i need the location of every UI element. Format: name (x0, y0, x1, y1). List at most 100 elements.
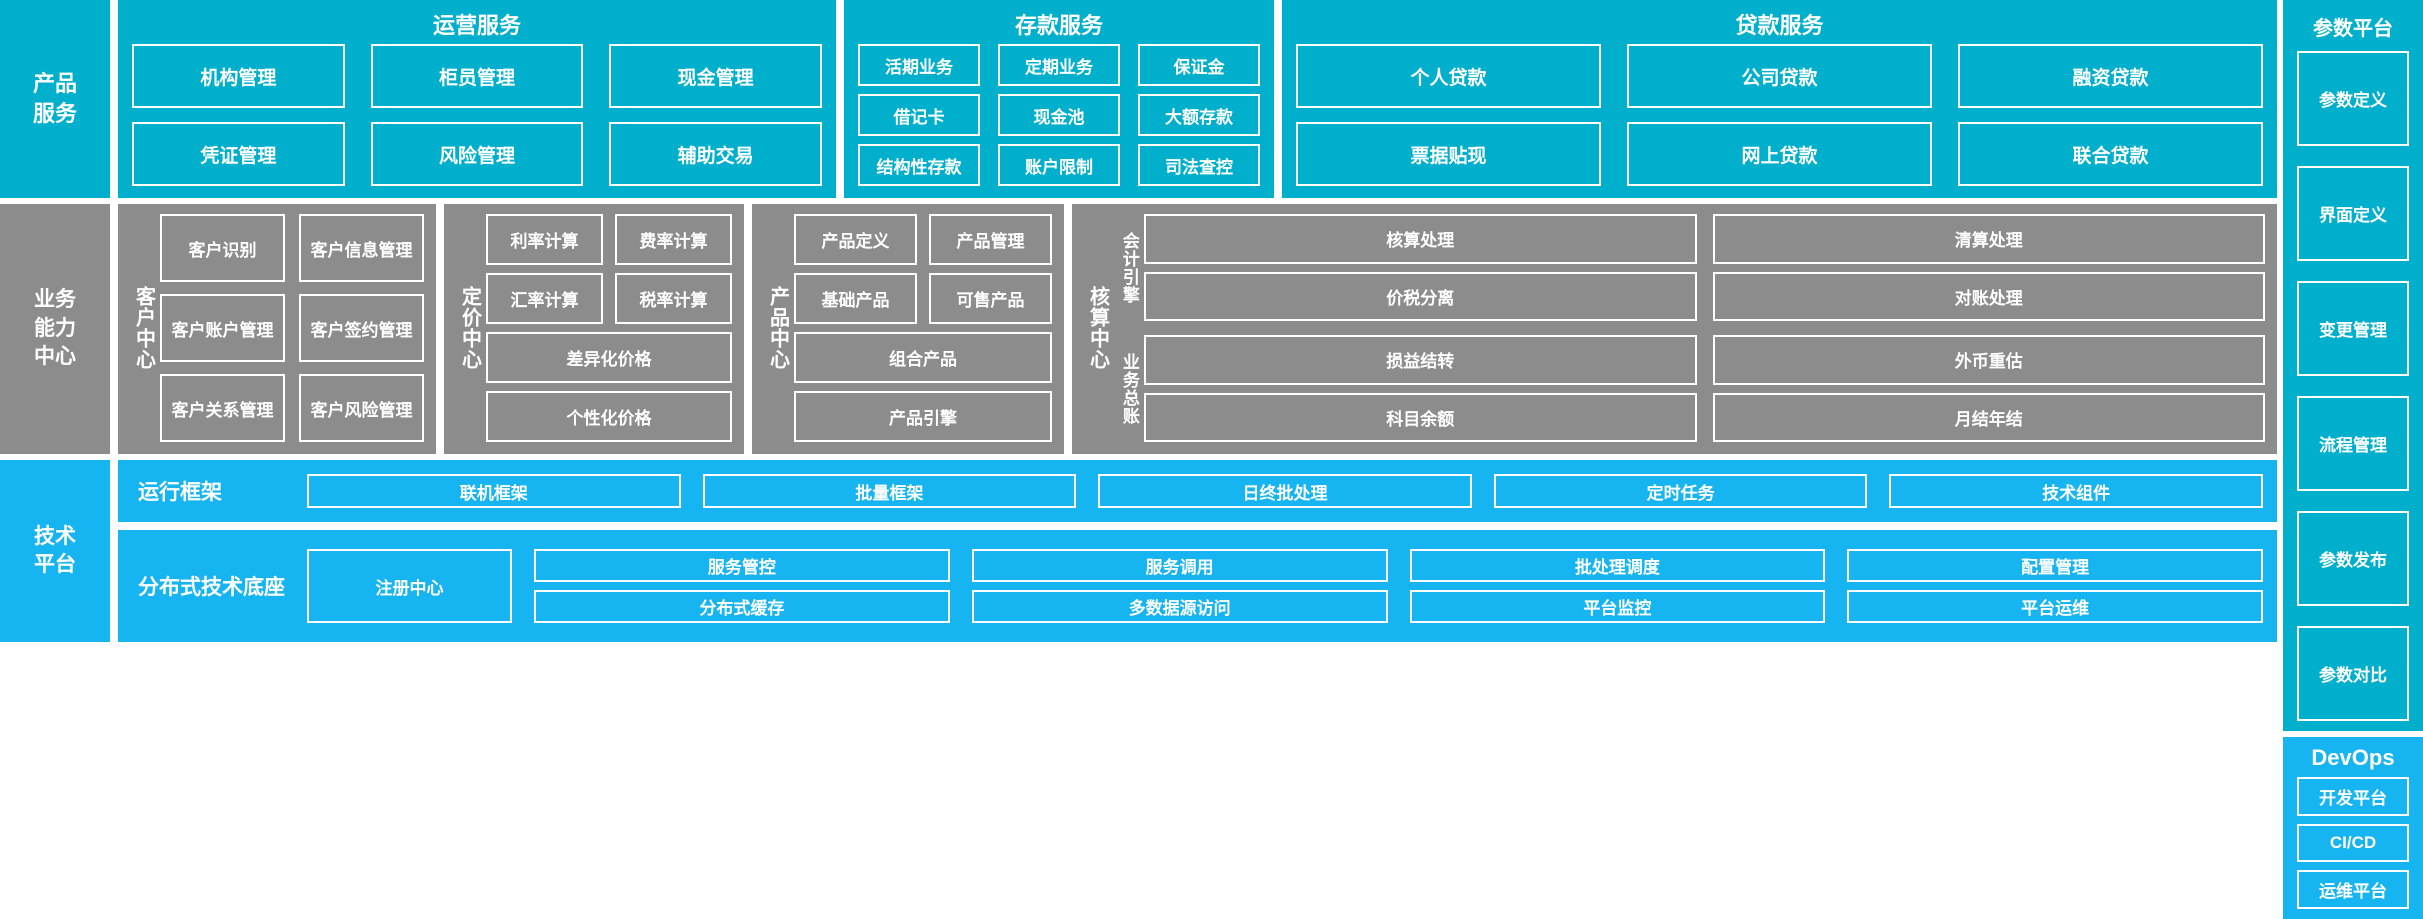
item-multi-datasource-access[interactable]: 多数据源访问 (971, 590, 1388, 623)
item-judicial-control[interactable]: 司法查控 (1138, 144, 1260, 186)
item-customer-risk-management[interactable]: 客户风险管理 (299, 374, 424, 442)
item-structured-deposit[interactable]: 结构性存款 (858, 144, 980, 186)
item-org-management[interactable]: 机构管理 (132, 44, 345, 108)
item-account-restriction[interactable]: 账户限制 (998, 144, 1120, 186)
grid-operations-items: 机构管理 柜员管理 现金管理 凭证管理 风险管理 辅助交易 (132, 44, 822, 186)
item-interest-rate-calc[interactable]: 利率计算 (486, 214, 603, 265)
item-parameter-definition[interactable]: 参数定义 (2297, 51, 2409, 146)
item-batch-framework[interactable]: 批量框架 (702, 474, 1077, 508)
item-change-management[interactable]: 变更管理 (2297, 281, 2409, 376)
item-product-management[interactable]: 产品管理 (929, 214, 1052, 265)
grid-runtime-items: 联机框架 批量框架 日终批处理 定时任务 技术组件 (307, 474, 2263, 508)
item-customer-identification[interactable]: 客户识别 (160, 214, 285, 282)
item-foreign-currency-revaluation[interactable]: 外币重估 (1712, 335, 2265, 385)
panel-deposit-service: 存款服务 活期业务 定期业务 保证金 借记卡 现金池 大额存款 结构性存款 账户… (844, 0, 1274, 198)
panel-title-devops: DevOps (2311, 745, 2395, 770)
item-personal-loan[interactable]: 个人贷款 (1296, 44, 1601, 108)
center-accounting: 核算中心 会计引擎 核算处理 清算处理 价税分离 对账处理 (1072, 204, 2277, 454)
item-month-year-end-closing[interactable]: 月结年结 (1712, 392, 2265, 442)
item-distributed-cache[interactable]: 分布式缓存 (534, 590, 950, 623)
item-online-framework[interactable]: 联机框架 (307, 474, 681, 508)
section-label-distributed-base: 分布式技术底座 (138, 576, 285, 599)
item-customer-relationship-management[interactable]: 客户关系管理 (160, 374, 285, 442)
rail-business-capability: 业务 能力 中心 (0, 204, 110, 454)
item-sellable-product[interactable]: 可售产品 (929, 273, 1052, 324)
item-personalized-pricing[interactable]: 个性化价格 (486, 391, 732, 442)
band-technical-platform: 技术 平台 运行框架 联机框架 批量框架 日终批处理 定时任务 技术组件 分布式… (0, 460, 2423, 642)
item-parameter-release[interactable]: 参数发布 (2297, 511, 2409, 606)
item-customer-info-management[interactable]: 客户信息管理 (299, 214, 424, 282)
product-service-panels: 运营服务 机构管理 柜员管理 现金管理 凭证管理 风险管理 辅助交易 存款服务 (118, 0, 2277, 198)
item-tax-rate-calc[interactable]: 税率计算 (615, 273, 732, 324)
item-platform-operations[interactable]: 平台运维 (1847, 590, 2263, 623)
grid-deposit-items: 活期业务 定期业务 保证金 借记卡 现金池 大额存款 结构性存款 账户限制 司法… (858, 44, 1260, 186)
item-large-deposit[interactable]: 大额存款 (1138, 94, 1260, 136)
item-bill-discount[interactable]: 票据贴现 (1296, 122, 1601, 186)
center-product: 产品中心 产品定义 产品管理 基础产品 可售产品 组合产品 产品引擎 (752, 204, 1064, 454)
item-teller-management[interactable]: 柜员管理 (370, 44, 584, 108)
item-platform-monitoring[interactable]: 平台监控 (1409, 590, 1826, 623)
item-syndicated-loan[interactable]: 联合贷款 (1958, 122, 2263, 186)
band-business-capability: 业务 能力 中心 客户中心 客户识别 客户信息管理 客户账户管理 客户签约管理 … (0, 204, 2423, 454)
panel-loan-service: 贷款服务 个人贷款 公司贷款 融资贷款 票据贴现 网上贷款 联合贷款 (1282, 0, 2277, 198)
item-settlement-processing[interactable]: 清算处理 (1712, 214, 2265, 264)
item-fee-rate-calc[interactable]: 费率计算 (615, 214, 732, 265)
item-differentiated-pricing[interactable]: 差异化价格 (486, 332, 732, 383)
item-customer-contract-management[interactable]: 客户签约管理 (299, 294, 424, 362)
item-service-governance[interactable]: 服务管控 (534, 549, 950, 582)
panel-title-parameter-platform: 参数平台 (2313, 18, 2393, 40)
item-corporate-loan[interactable]: 公司贷款 (1627, 44, 1932, 108)
technical-platform-sections: 运行框架 联机框架 批量框架 日终批处理 定时任务 技术组件 分布式技术底座 注… (118, 460, 2277, 642)
item-parameter-comparison[interactable]: 参数对比 (2297, 626, 2409, 721)
item-account-balance[interactable]: 科目余额 (1144, 392, 1697, 442)
item-auxiliary-transaction[interactable]: 辅助交易 (609, 122, 822, 186)
item-batch-scheduling[interactable]: 批处理调度 (1409, 549, 1826, 582)
item-service-invocation[interactable]: 服务调用 (971, 549, 1388, 582)
item-financing-loan[interactable]: 融资贷款 (1958, 44, 2263, 108)
item-debit-card[interactable]: 借记卡 (858, 94, 980, 136)
item-end-of-day-batch[interactable]: 日终批处理 (1098, 474, 1472, 508)
item-composite-product[interactable]: 组合产品 (794, 332, 1052, 383)
panel-operations-service: 运营服务 机构管理 柜员管理 现金管理 凭证管理 风险管理 辅助交易 (118, 0, 836, 198)
item-reconciliation-processing[interactable]: 对账处理 (1712, 271, 2265, 321)
item-technical-component[interactable]: 技术组件 (1889, 474, 2263, 508)
item-base-product[interactable]: 基础产品 (794, 273, 917, 324)
item-operations-platform[interactable]: 运维平台 (2297, 870, 2409, 909)
item-online-loan[interactable]: 网上贷款 (1627, 122, 1932, 186)
section-label-accounting-engine: 会计引擎 (1119, 231, 1139, 304)
grid-business-ledger-items: 损益结转 外币重估 科目余额 月结年结 (1144, 335, 2265, 442)
business-capability-centers: 客户中心 客户识别 客户信息管理 客户账户管理 客户签约管理 客户关系管理 客户… (118, 204, 2277, 454)
center-label-product: 产品中心 (766, 286, 789, 370)
grid-loan-items: 个人贷款 公司贷款 融资贷款 票据贴现 网上贷款 联合贷款 (1296, 44, 2263, 186)
item-accounting-processing[interactable]: 核算处理 (1144, 214, 1697, 264)
panel-parameter-platform: 参数平台 参数定义 界面定义 变更管理 流程管理 参数发布 参数对比 (2283, 0, 2423, 731)
item-customer-account-management[interactable]: 客户账户管理 (160, 294, 285, 362)
section-label-runtime-framework: 运行框架 (138, 481, 222, 504)
item-cash-pool[interactable]: 现金池 (998, 94, 1120, 136)
section-label-business-ledger: 业务总账 (1119, 352, 1139, 425)
item-development-platform[interactable]: 开发平台 (2297, 777, 2409, 816)
grid-devops-items: 开发平台 CI/CD 运维平台 (2297, 777, 2409, 909)
item-risk-management[interactable]: 风险管理 (370, 122, 584, 186)
item-exchange-rate-calc[interactable]: 汇率计算 (486, 273, 603, 324)
item-scheduled-task[interactable]: 定时任务 (1493, 474, 1868, 508)
item-profit-loss-carryover[interactable]: 损益结转 (1144, 335, 1697, 385)
item-voucher-management[interactable]: 凭证管理 (132, 122, 345, 186)
center-customer: 客户中心 客户识别 客户信息管理 客户账户管理 客户签约管理 客户关系管理 客户… (118, 204, 436, 454)
section-runtime-framework: 运行框架 联机框架 批量框架 日终批处理 定时任务 技术组件 (118, 460, 2277, 522)
item-margin-deposit[interactable]: 保证金 (1138, 44, 1260, 86)
section-distributed-base: 分布式技术底座 注册中心 服务管控 服务调用 批处理调度 配置管理 分布式缓存 … (118, 530, 2277, 642)
item-demand-business[interactable]: 活期业务 (858, 44, 980, 86)
item-registry-center[interactable]: 注册中心 (307, 549, 512, 623)
item-price-tax-separation[interactable]: 价税分离 (1144, 271, 1697, 321)
item-ci-cd[interactable]: CI/CD (2297, 823, 2409, 863)
band-product-service: 产品 服务 运营服务 机构管理 柜员管理 现金管理 凭证管理 风险管理 辅助交易 (0, 0, 2423, 198)
item-configuration-management[interactable]: 配置管理 (1847, 549, 2263, 582)
item-product-definition[interactable]: 产品定义 (794, 214, 917, 265)
item-interface-definition[interactable]: 界面定义 (2297, 166, 2409, 261)
accounting-section-engine: 会计引擎 核算处理 清算处理 价税分离 对账处理 (1114, 214, 2265, 321)
item-process-management[interactable]: 流程管理 (2297, 396, 2409, 491)
item-product-engine[interactable]: 产品引擎 (794, 391, 1052, 442)
item-time-business[interactable]: 定期业务 (998, 44, 1120, 86)
item-cash-management[interactable]: 现金管理 (609, 44, 822, 108)
